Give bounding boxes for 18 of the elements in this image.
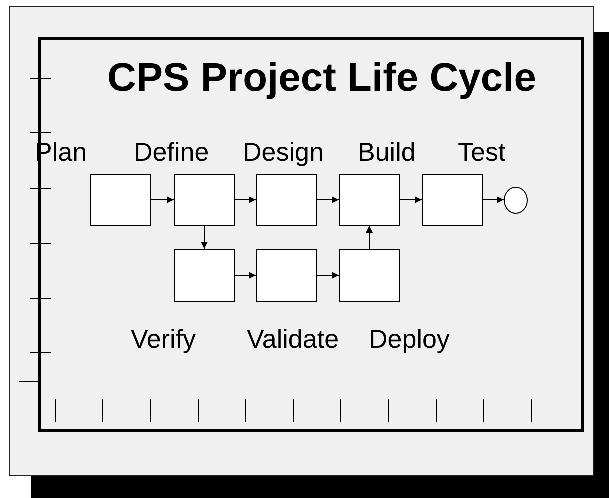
arrow [400,196,422,204]
end-circle [504,187,528,214]
arrow [316,272,340,279]
diagram-title: CPS Project Life Cycle [106,55,538,101]
arrow [316,196,340,204]
arrow [201,226,208,250]
phase-label: Test [458,137,506,167]
phase-label: Design [243,137,324,167]
phase-label: Deploy [369,324,450,354]
arrow [366,226,373,250]
arrow [234,272,256,279]
phase-label: Validate [247,324,340,354]
arrow [234,196,256,204]
phase-label: Build [358,137,416,167]
arrow [150,196,174,204]
arrow [482,196,504,204]
phase-label: Verify [131,324,196,354]
phase-label: Define [134,137,210,167]
